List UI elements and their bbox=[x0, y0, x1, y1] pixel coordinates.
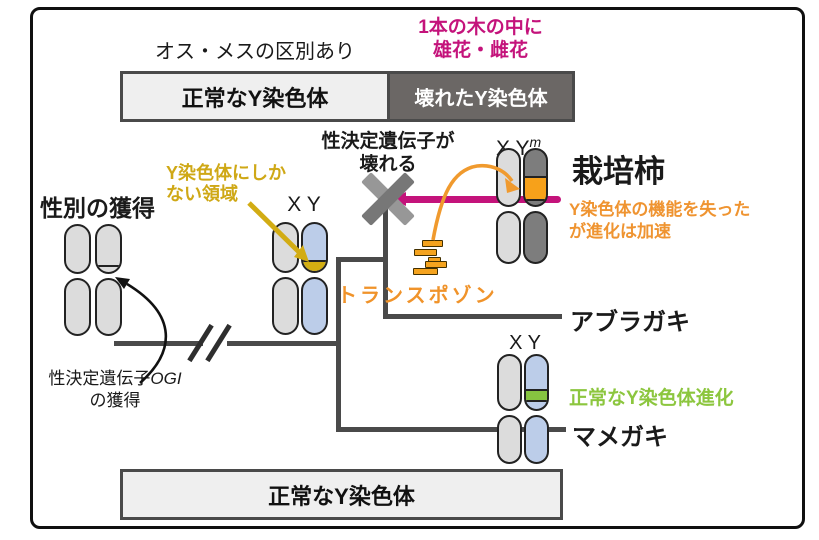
normal-y-footer-label: 正常なY染色体 bbox=[268, 483, 415, 509]
ancestor-xy-label: X Y bbox=[287, 193, 321, 216]
sex-acquired-label: 性別の獲得 bbox=[40, 195, 155, 221]
mamegaki-chromosome-x-bottom bbox=[497, 415, 522, 464]
cultivated-chromosome-x-bottom bbox=[496, 211, 521, 264]
transposon-bar bbox=[425, 261, 447, 268]
normal-y-header-label: 正常なY染色体 bbox=[181, 85, 329, 111]
root-chromosome-y-bottom bbox=[95, 278, 122, 336]
cultivated-chromosome-ym-bottom bbox=[523, 211, 548, 264]
mamegaki-chromosome-y-top bbox=[524, 354, 549, 411]
transposon-bar bbox=[413, 268, 438, 275]
cultivated-name: 栽培柿 bbox=[572, 154, 665, 189]
mamegaki-branch bbox=[336, 427, 566, 432]
monoecious-note-line2b: 雄花・雌花 bbox=[432, 40, 528, 61]
root-chromosome-y-top bbox=[95, 224, 122, 274]
trunk-line-left bbox=[114, 341, 203, 346]
tree-connector bbox=[336, 257, 388, 262]
cultivated-y-superscript: m bbox=[529, 134, 542, 150]
normal-y-header-bar: 正常なY染色体 bbox=[120, 71, 390, 122]
ogi-suffix: の獲得 bbox=[89, 391, 141, 410]
cultivated-chromosome-x-top bbox=[496, 148, 521, 207]
aburagaki-branch bbox=[383, 314, 562, 319]
cultivated-note: Y染色体の機能を失った が進化は加速 bbox=[569, 199, 750, 243]
broken-y-header-bar: 壊れたY染色体 bbox=[390, 71, 575, 122]
cultivated-note-line1: Y染色体の機能を失った bbox=[569, 200, 751, 219]
y-region-label: Y染色体にしか ない領域 bbox=[166, 163, 286, 205]
dioecious-note: オス・メスの区別あり bbox=[155, 41, 355, 63]
root-chromosome-x-top bbox=[64, 224, 91, 274]
transposon-bar bbox=[422, 240, 443, 247]
aburagaki-name: アブラガキ bbox=[570, 309, 690, 336]
mamegaki-xy-label: X Y bbox=[509, 332, 541, 354]
mamegaki-name: マメガキ bbox=[572, 424, 668, 451]
cultivated-note-line2: が進化は加速 bbox=[569, 222, 671, 241]
y-region-line2: ない領域 bbox=[166, 184, 238, 204]
trunk-line-right bbox=[227, 341, 338, 346]
gene-break-line1: 性決定遺伝子が bbox=[321, 131, 455, 152]
ancestor-chromosome-x-bottom bbox=[272, 277, 299, 335]
cultivated-chromosome-ym-top bbox=[523, 148, 548, 207]
transposon-bar bbox=[414, 249, 437, 256]
gene-break-line2: 壊れる bbox=[359, 154, 417, 175]
ogi-gain-label: 性決定遺伝子OGI の獲得 bbox=[30, 368, 200, 412]
tree-vertical-main bbox=[336, 257, 341, 432]
mamegaki-chromosome-y-bottom bbox=[524, 415, 549, 464]
root-chromosome-x-bottom bbox=[64, 278, 91, 336]
y-region-line1: Y染色体にしか bbox=[166, 163, 287, 183]
y-specific-region-band bbox=[303, 260, 326, 271]
monoecious-note: 1本の木の中に 雄花・雌花 bbox=[388, 16, 573, 62]
ancestor-chromosome-x-top bbox=[272, 222, 299, 273]
transposon-label: トランスポゾン bbox=[337, 285, 498, 307]
transposon-insert-band bbox=[525, 176, 546, 201]
ogi-prefix: 性決定遺伝子 bbox=[48, 369, 151, 388]
ogi-region-band bbox=[97, 265, 120, 272]
normal-y-footer-bar: 正常なY染色体 bbox=[120, 469, 563, 520]
ancestor-chromosome-y-bottom bbox=[301, 277, 328, 335]
ogi-gene-name: OGI bbox=[150, 369, 182, 388]
broken-y-header-label: 壊れたY染色体 bbox=[414, 88, 548, 110]
mamegaki-note: 正常なY染色体進化 bbox=[569, 388, 734, 409]
normal-evolution-band bbox=[526, 389, 547, 402]
gene-break-label: 性決定遺伝子が 壊れる bbox=[318, 130, 458, 176]
tree-vertical-upper bbox=[383, 208, 388, 319]
ancestor-chromosome-y-top bbox=[301, 222, 328, 273]
monoecious-note-line1: 1本の木の中に bbox=[418, 17, 543, 38]
mamegaki-chromosome-x-top bbox=[497, 354, 522, 411]
